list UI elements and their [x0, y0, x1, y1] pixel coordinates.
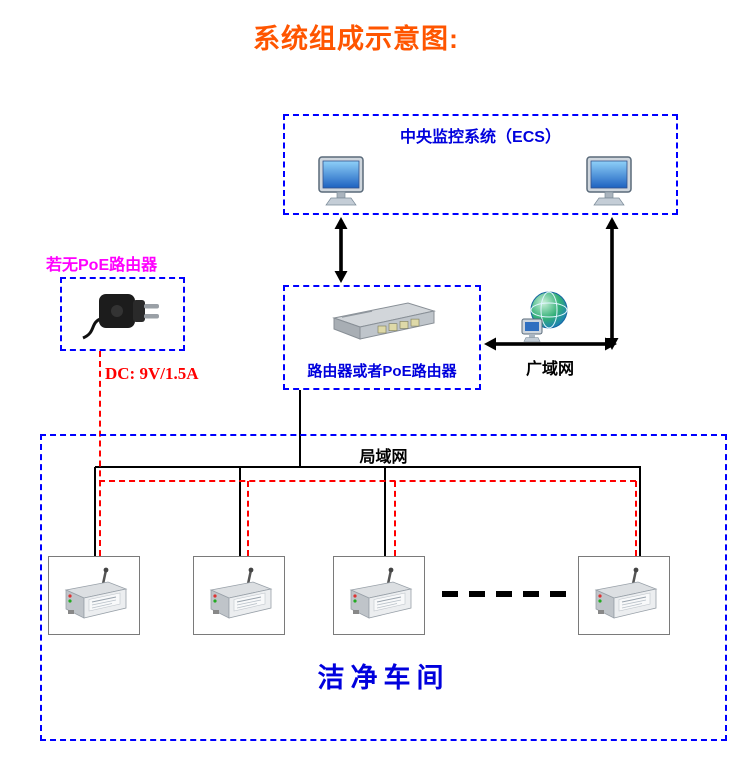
arrow-router-wan — [484, 337, 617, 351]
power-adapter-box — [60, 277, 185, 351]
device-box — [48, 556, 140, 635]
power-bus-line — [99, 480, 636, 482]
lan-box: 局域网 洁净车间 — [40, 434, 727, 741]
ecs-box: 中央监控系统（ECS） — [283, 114, 678, 215]
wan-label: 广域网 — [525, 361, 574, 378]
transmitter-icon — [209, 567, 273, 619]
lan-bus-line — [95, 466, 641, 468]
transmitter-icon — [349, 567, 413, 619]
power-drop-line — [635, 481, 637, 556]
power-drop-line — [247, 481, 249, 556]
power-adapter-icon — [73, 280, 173, 349]
device-box — [333, 556, 425, 635]
router-label: 路由器或者PoE路由器 — [307, 363, 457, 380]
diagram-title: 系统组成示意图: — [253, 24, 459, 54]
router-box: 路由器或者PoE路由器 — [283, 285, 481, 390]
lan-drop-line — [94, 467, 96, 556]
lan-drop-line — [384, 467, 386, 556]
monitor-icon — [586, 156, 632, 208]
device-box — [578, 556, 670, 635]
ellipsis-dashes — [442, 591, 570, 597]
ecs-label: 中央监控系统（ECS） — [400, 129, 561, 146]
device-box — [193, 556, 285, 635]
router-to-lan-line — [299, 390, 301, 468]
router-icon — [328, 296, 440, 351]
monitor-icon — [318, 156, 364, 208]
globe-icon — [520, 289, 570, 348]
transmitter-icon — [594, 567, 658, 619]
transmitter-icon — [64, 567, 128, 619]
lan-drop-line — [639, 467, 641, 556]
power-drop-line — [394, 481, 396, 556]
power-line-main — [99, 351, 101, 556]
arrow-ecs-wan — [605, 217, 619, 350]
arrow-ecs-router — [334, 217, 348, 283]
adapter-note: 若无PoE路由器 — [46, 257, 158, 274]
lan-drop-line — [239, 467, 241, 556]
workshop-label: 洁净车间 — [317, 663, 450, 693]
dc-rating-label: DC: 9V/1.5A — [105, 364, 199, 383]
lan-label: 局域网 — [359, 449, 408, 466]
